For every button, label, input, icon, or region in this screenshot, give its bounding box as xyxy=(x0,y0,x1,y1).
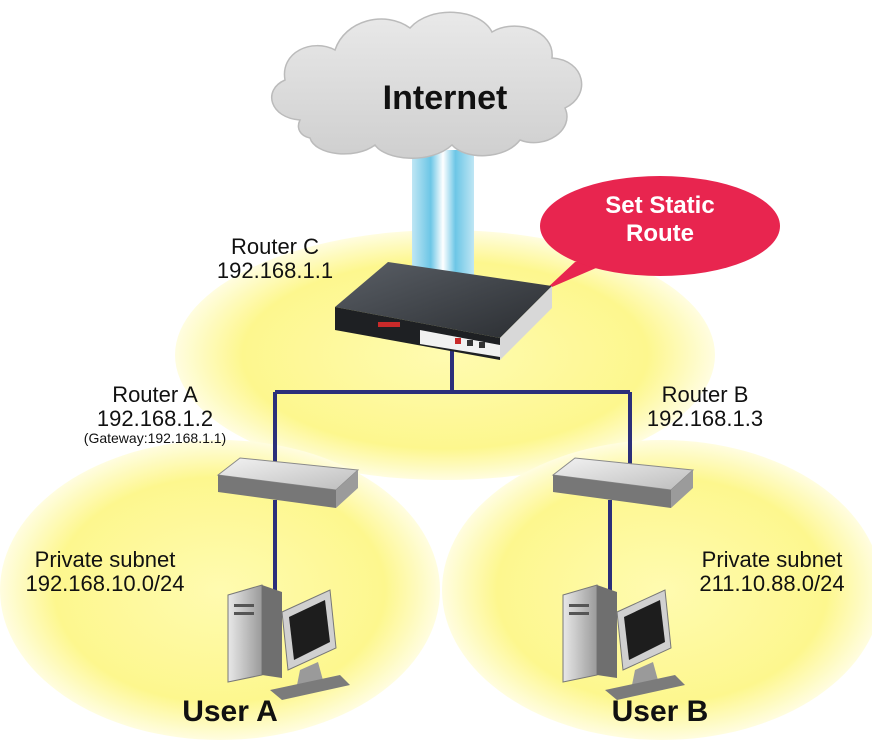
subnet-a-label: Private subnet 192.168.10.0/24 xyxy=(5,547,205,597)
router-a-device-icon xyxy=(216,457,360,508)
subnet-b-text: Private subnet xyxy=(701,547,843,572)
router-b-device-icon xyxy=(551,457,695,508)
router-c-ip: 192.168.1.1 xyxy=(216,258,334,284)
lan-zone-user-a xyxy=(0,440,440,740)
callout-line-2: Static Route xyxy=(626,192,715,247)
callout-line-1: Set xyxy=(605,192,643,219)
subnet-a-cidr: 192.168.10.0/24 xyxy=(25,571,185,597)
router-b-name: Router B xyxy=(661,382,749,407)
lan-zone-router-c xyxy=(175,230,715,480)
set-static-route-callout: Set Static Route xyxy=(570,192,750,247)
internet-cloud-icon xyxy=(270,11,583,159)
router-b-label: Router B 192.168.1.3 xyxy=(630,382,780,432)
internet-label: Internet xyxy=(382,79,508,117)
user-b-computer-icon xyxy=(562,584,685,700)
user-a-computer-icon xyxy=(227,584,350,700)
router-a-name: Router A xyxy=(112,382,198,407)
router-a-gateway: (Gateway:192.168.1.1) xyxy=(83,430,227,447)
subnet-b-label: Private subnet 211.10.88.0/24 xyxy=(672,547,872,597)
subnet-b-cidr: 211.10.88.0/24 xyxy=(699,571,845,597)
router-b-ip: 192.168.1.3 xyxy=(646,406,764,432)
router-a-ip: 192.168.1.2 xyxy=(96,406,214,432)
internet-link-beam xyxy=(412,150,474,275)
subnet-a-text: Private subnet xyxy=(34,547,176,572)
router-a-label: Router A 192.168.1.2 (Gateway:192.168.1.… xyxy=(35,382,275,447)
router-c-name: Router C xyxy=(230,234,320,259)
user-b-label: User B xyxy=(611,695,709,728)
router-c-label: Router C 192.168.1.1 xyxy=(195,234,355,284)
lan-zone-user-b xyxy=(442,440,872,740)
set-static-route-callout-icon xyxy=(540,176,780,290)
user-a-label: User A xyxy=(182,695,278,728)
router-c-device-icon xyxy=(335,262,552,360)
